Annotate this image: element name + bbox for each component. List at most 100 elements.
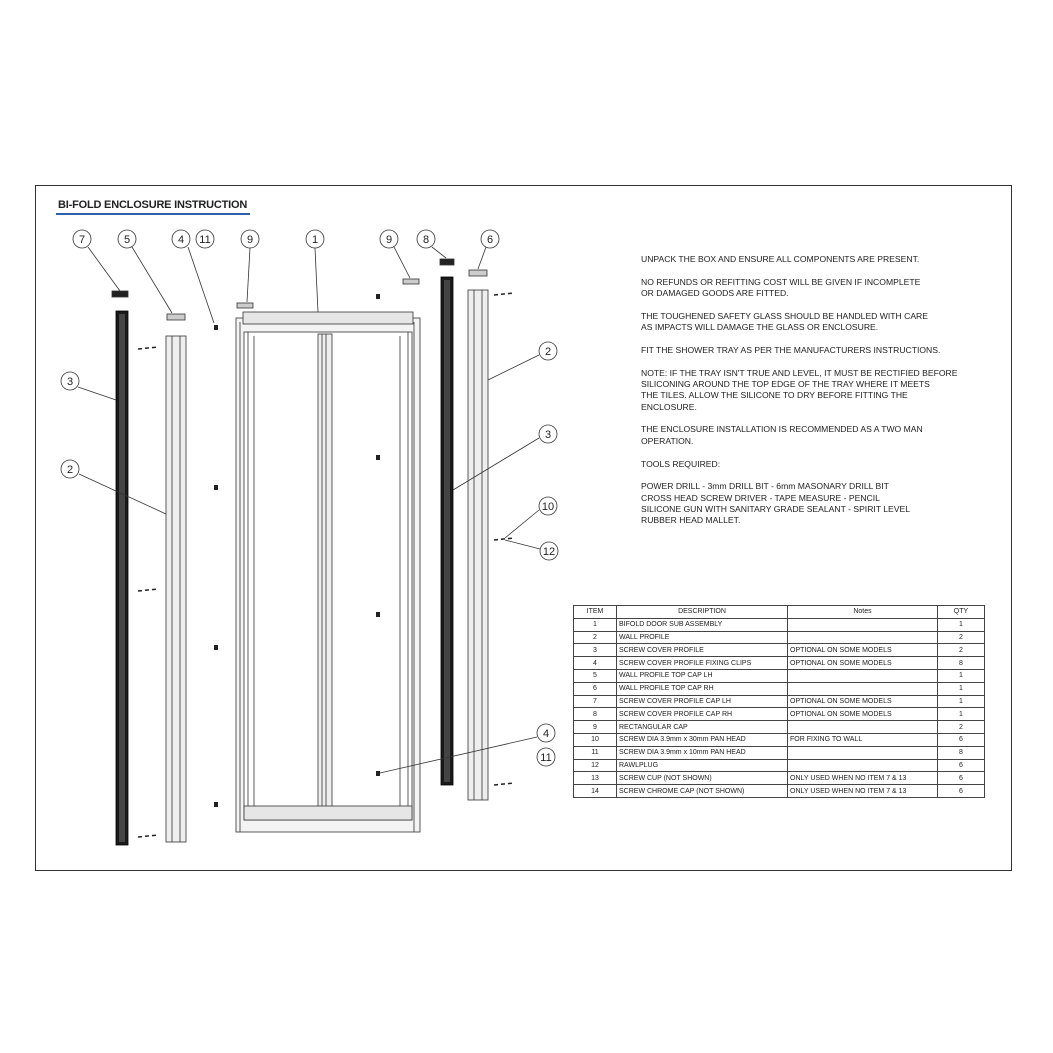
instruction-paragraph: THE ENCLOSURE INSTALLATION IS RECOMMENDE…	[641, 424, 923, 446]
cell-item: 10	[573, 732, 617, 747]
cell-item: 9	[573, 720, 617, 734]
cell-item: 6	[573, 681, 617, 696]
callout-label: 9	[386, 234, 392, 246]
instruction-paragraph: POWER DRILL - 3mm DRILL BIT - 6mm MASONA…	[641, 481, 911, 526]
callout-label: 11	[199, 234, 210, 246]
callout-label: 3	[67, 376, 73, 388]
cell-qty: 1	[937, 694, 985, 709]
cell-notes	[787, 668, 938, 683]
cell-notes	[787, 720, 938, 734]
cell-item: 8	[573, 707, 617, 722]
cell-item: 2	[573, 630, 617, 645]
page-title: BI-FOLD ENCLOSURE INSTRUCTION	[58, 199, 248, 211]
cell-description: SCREW COVER PROFILE CAP LH	[616, 694, 788, 709]
cell-notes: OPTIONAL ON SOME MODELS	[787, 694, 938, 709]
title-underline	[56, 213, 250, 215]
cell-qty: 6	[937, 771, 985, 786]
cell-notes: ONLY USED WHEN NO ITEM 7 & 13	[787, 784, 938, 798]
cell-item: 5	[573, 668, 617, 683]
callout-label: 4	[543, 728, 549, 740]
instruction-paragraph: NO REFUNDS OR REFITTING COST WILL BE GIV…	[641, 276, 921, 299]
cell-notes	[787, 630, 938, 645]
cell-qty: 2	[937, 720, 985, 734]
instructions: UNPACK THE BOX AND ENSURE ALL COMPONENTS…	[641, 254, 981, 538]
cap-9-right	[402, 278, 420, 285]
callout-label: 6	[487, 234, 493, 246]
cell-description: WALL PROFILE TOP CAP RH	[616, 681, 788, 696]
cap-8	[439, 258, 455, 266]
cell-description: SCREW CHROME CAP (NOT SHOWN)	[616, 784, 788, 798]
col-qty: QTY	[937, 605, 985, 619]
cell-notes	[787, 617, 938, 632]
cell-item: 4	[573, 656, 617, 670]
callout-label: 3	[545, 429, 551, 441]
cell-item: 12	[573, 758, 617, 773]
cell-item: 14	[573, 784, 617, 798]
cap-6	[468, 269, 488, 277]
cell-notes	[787, 681, 938, 696]
cap-5	[166, 313, 186, 321]
drawing-frame	[35, 185, 1012, 871]
bifold-door-assembly	[235, 311, 421, 833]
callout-label: 2	[545, 346, 551, 358]
col-description: DESCRIPTION	[616, 605, 788, 619]
callout-label: 1	[312, 234, 318, 246]
cell-item: 1	[573, 617, 617, 632]
fixing-dashes	[137, 292, 515, 838]
col-notes: Notes	[787, 605, 938, 619]
cell-description: SCREW COVER PROFILE FIXING CLIPS	[616, 656, 788, 670]
cell-item: 3	[573, 643, 617, 658]
leader-lines	[77, 246, 541, 774]
cell-item: 13	[573, 771, 617, 786]
cell-notes	[787, 758, 938, 773]
callout-label: 5	[124, 234, 130, 246]
callout-label: 9	[247, 234, 253, 246]
cell-qty: 6	[937, 784, 985, 798]
cell-notes: OPTIONAL ON SOME MODELS	[787, 656, 938, 670]
cell-notes: FOR FIXING TO WALL	[787, 732, 938, 747]
callout-label: 12	[543, 546, 555, 558]
wall-profile-left	[165, 335, 187, 843]
callout-label: 2	[67, 464, 73, 476]
cell-item: 7	[573, 694, 617, 709]
cell-item: 11	[573, 745, 617, 760]
cell-notes: OPTIONAL ON SOME MODELS	[787, 643, 938, 658]
cell-qty: 1	[937, 617, 985, 632]
cell-description: BIFOLD DOOR SUB ASSEMBLY	[616, 617, 788, 632]
cell-qty: 8	[937, 656, 985, 670]
instruction-paragraph: TOOLS REQUIRED:	[641, 458, 721, 469]
instruction-paragraph: UNPACK THE BOX AND ENSURE ALL COMPONENTS…	[641, 254, 920, 264]
cell-description: SCREW DIA 3.9mm x 30mm PAN HEAD	[616, 732, 788, 747]
cell-notes: ONLY USED WHEN NO ITEM 7 & 13	[787, 771, 938, 786]
cell-description: SCREW COVER PROFILE CAP RH	[616, 707, 788, 722]
cell-qty: 6	[937, 758, 985, 773]
cell-qty: 1	[937, 681, 985, 696]
callout-label: 10	[542, 501, 554, 513]
cell-qty: 1	[937, 707, 985, 722]
cell-description: SCREW DIA 3.9mm x 10mm PAN HEAD	[616, 745, 788, 760]
cap-7	[111, 290, 129, 298]
cell-description: RAWLPLUG	[616, 758, 788, 773]
callout-label: 11	[540, 752, 551, 764]
cell-notes	[787, 745, 938, 760]
cell-qty: 8	[937, 745, 985, 760]
instruction-paragraph: FIT THE SHOWER TRAY AS PER THE MANUFACTU…	[641, 344, 941, 355]
cell-description: WALL PROFILE TOP CAP LH	[616, 668, 788, 683]
cell-description: WALL PROFILE	[616, 630, 788, 645]
callout-label: 7	[79, 234, 85, 246]
